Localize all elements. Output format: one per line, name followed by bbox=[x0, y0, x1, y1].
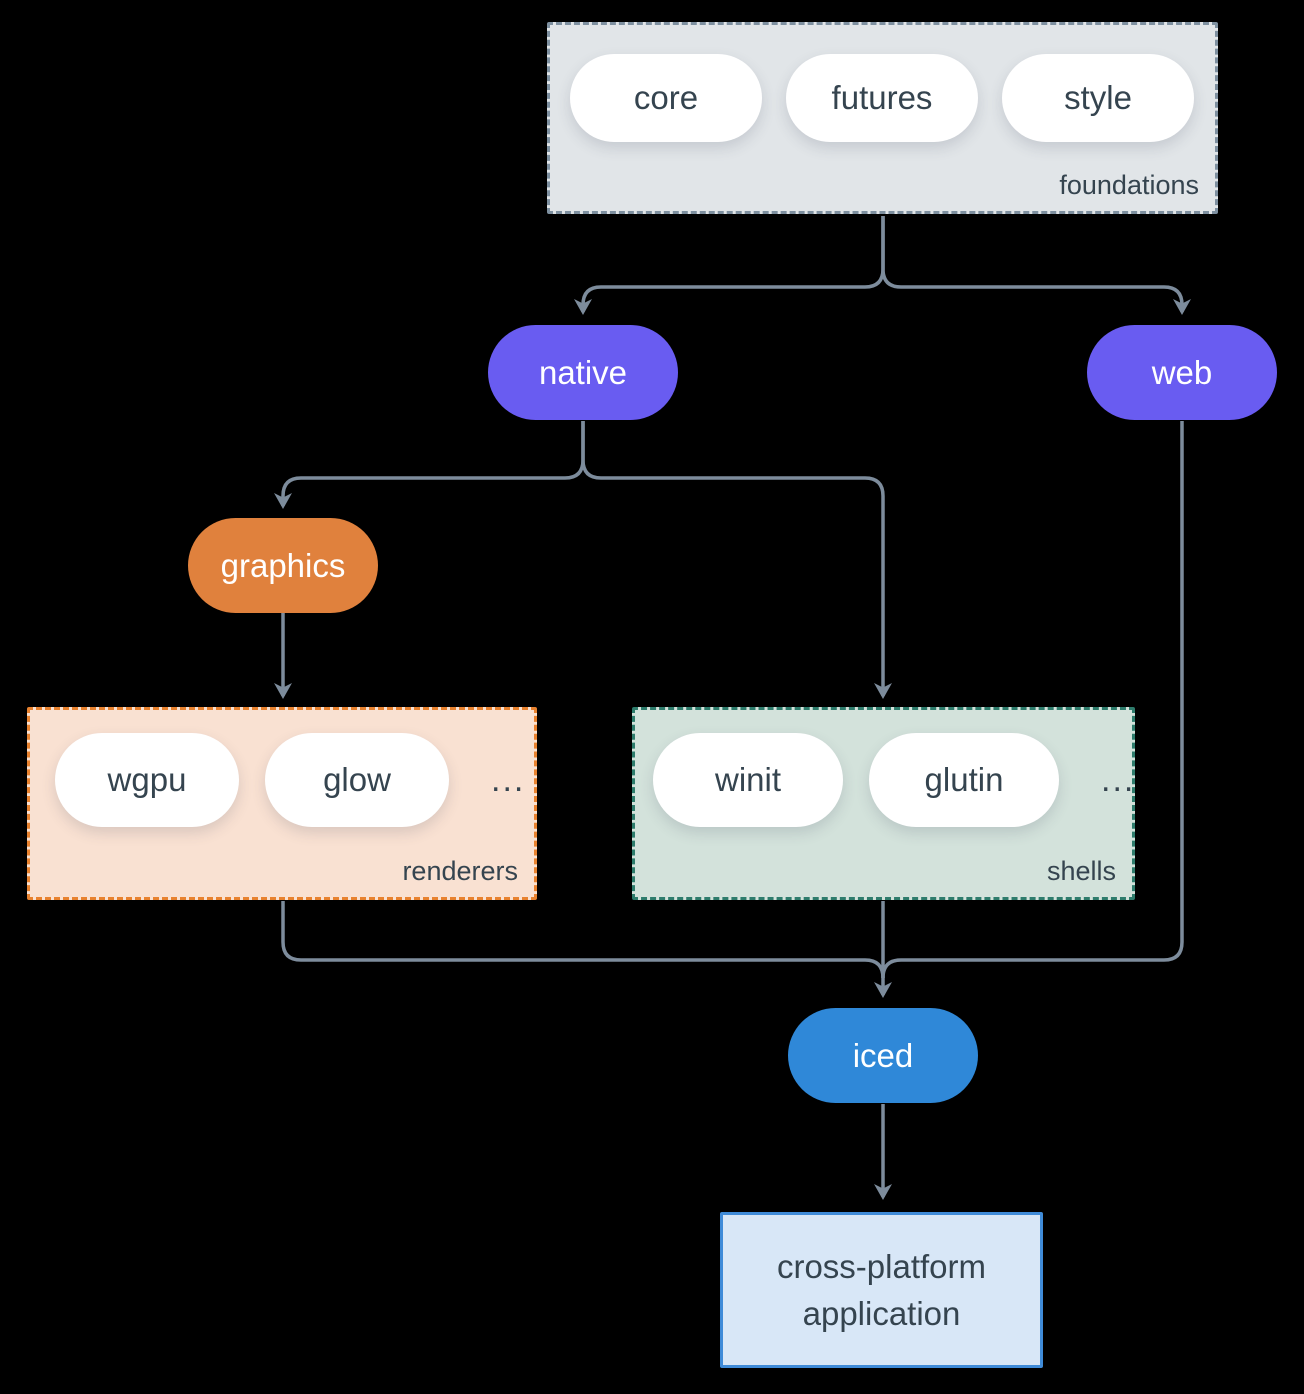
foundations-label: foundations bbox=[1059, 170, 1199, 200]
foundations-pill-row: core futures style bbox=[570, 54, 1194, 142]
node-iced: iced bbox=[788, 1008, 978, 1103]
node-native: native bbox=[488, 325, 678, 420]
edge-native-shells bbox=[581, 421, 892, 699]
app-label-line1: cross-platform bbox=[776, 1248, 987, 1285]
node-cross-platform-application: cross-platform application bbox=[720, 1212, 1043, 1368]
edge-native-graphics bbox=[274, 421, 585, 509]
renderers-ellipsis: ... bbox=[491, 760, 526, 799]
renderers-pill-row: wgpu glow ... bbox=[55, 733, 525, 827]
edge-web-merge bbox=[881, 421, 1184, 979]
edge-foundations-web bbox=[881, 216, 1191, 315]
app-label-line2: application bbox=[802, 1295, 961, 1332]
renderers-label: renderers bbox=[402, 856, 518, 886]
node-glutin: glutin bbox=[869, 733, 1059, 827]
node-web: web bbox=[1087, 325, 1277, 420]
node-core: core bbox=[570, 54, 762, 142]
shells-label: shells bbox=[1046, 856, 1116, 886]
node-wgpu: wgpu bbox=[55, 733, 239, 827]
node-winit: winit bbox=[653, 733, 843, 827]
edge-foundations-native bbox=[574, 216, 885, 315]
shells-pill-row: winit glutin ... bbox=[653, 733, 1135, 827]
renderers-group: wgpu glow ... renderers bbox=[27, 707, 537, 900]
shells-group: winit glutin ... shells bbox=[632, 707, 1135, 900]
shells-ellipsis: ... bbox=[1101, 760, 1136, 799]
foundations-group: core futures style foundations bbox=[547, 22, 1218, 214]
node-glow: glow bbox=[265, 733, 449, 827]
node-graphics: graphics bbox=[188, 518, 378, 613]
node-futures: futures bbox=[786, 54, 978, 142]
node-style: style bbox=[1002, 54, 1194, 142]
edge-renderers-merge bbox=[281, 901, 885, 979]
